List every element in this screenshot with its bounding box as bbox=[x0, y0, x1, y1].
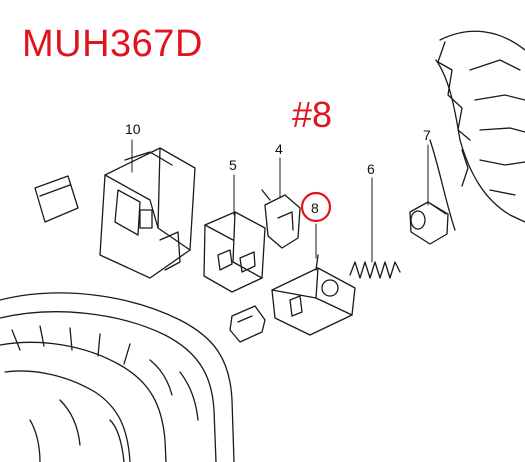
part-4-lever bbox=[261, 189, 301, 249]
leader-lines bbox=[131, 139, 429, 263]
part-10-plate bbox=[34, 175, 79, 223]
highlight-circle bbox=[300, 191, 332, 223]
part-10-switch-housing bbox=[99, 147, 196, 279]
part-5-switch-block bbox=[203, 211, 266, 293]
part-6-spring bbox=[349, 261, 401, 279]
callout-6: 6 bbox=[367, 161, 375, 177]
main-housing bbox=[0, 292, 235, 462]
callout-4: 4 bbox=[275, 141, 283, 157]
highlighted-part-number: #8 bbox=[292, 94, 333, 135]
model-title: MUH367D bbox=[22, 23, 203, 65]
part-7-plunger bbox=[409, 201, 449, 245]
callout-5: 5 bbox=[229, 157, 237, 173]
callout-10: 10 bbox=[125, 121, 141, 137]
callout-8: 8 bbox=[311, 200, 319, 216]
part-8-controller bbox=[229, 254, 356, 343]
callout-7: 7 bbox=[423, 127, 431, 143]
motor-housing bbox=[429, 30, 525, 231]
